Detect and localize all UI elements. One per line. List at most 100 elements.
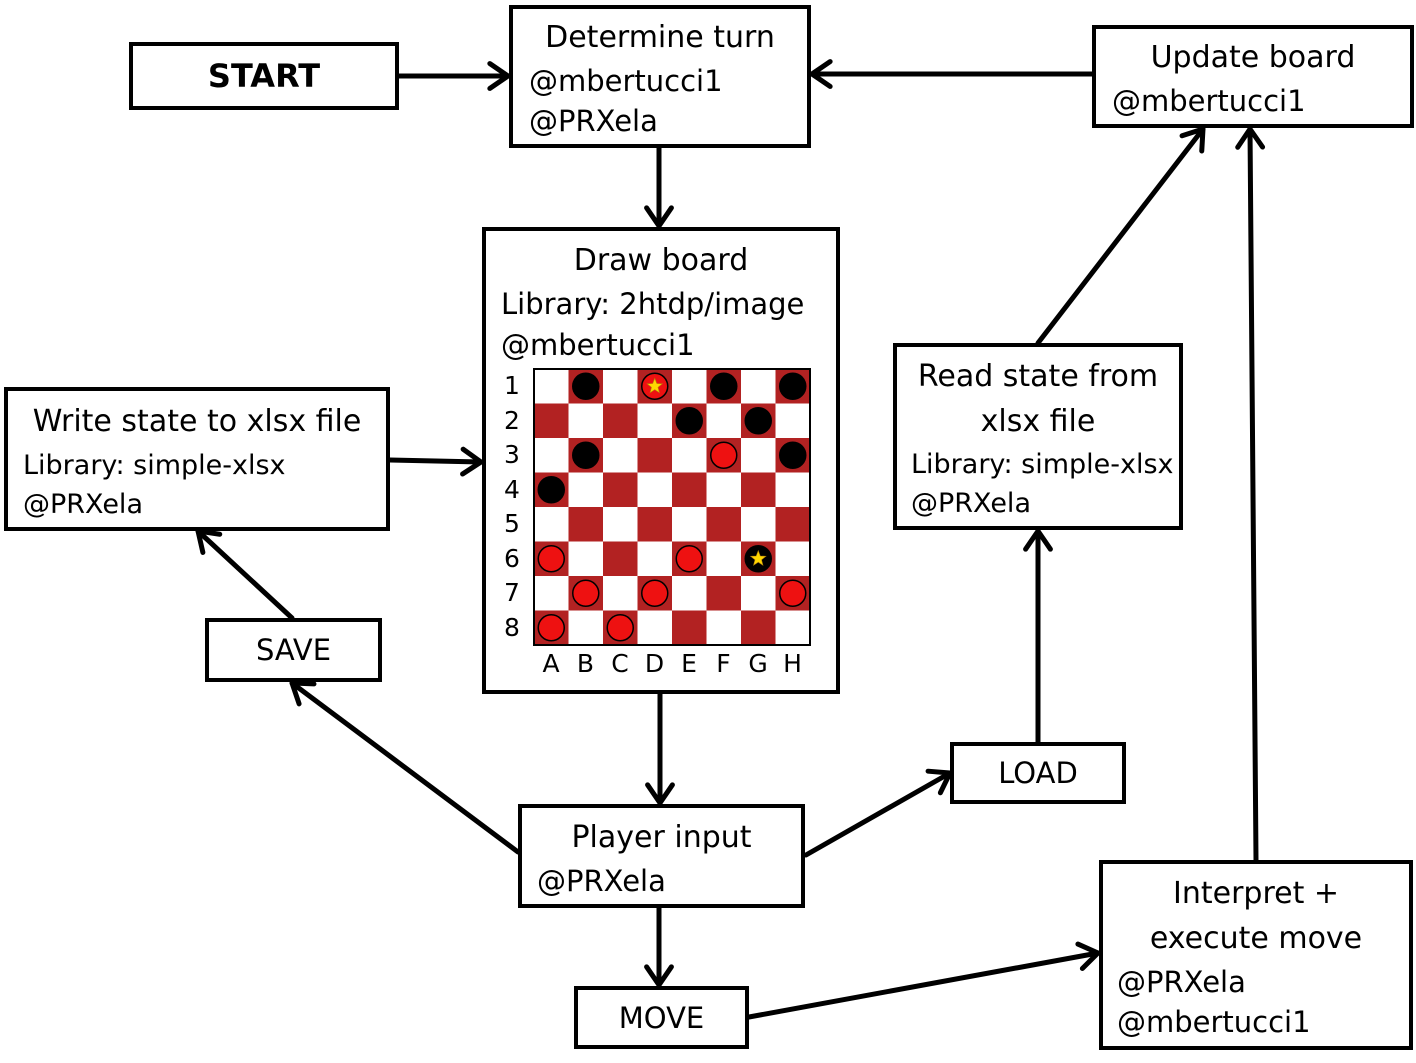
read-state-title-line2: xlsx file — [980, 404, 1096, 439]
king-star-icon-G6 — [749, 549, 767, 566]
board-row-label: 2 — [504, 405, 520, 435]
red-piece-B7 — [572, 579, 600, 607]
board-square-C2 — [603, 403, 638, 438]
red-piece-H7 — [779, 579, 807, 607]
start-node: START — [129, 42, 399, 110]
board-square-G4 — [741, 472, 776, 507]
read-state-node: Read state from xlsx file Library: simpl… — [893, 343, 1183, 530]
board-square-H6 — [775, 541, 810, 576]
interpret-title-line1: Interpret + — [1172, 876, 1340, 911]
red-piece-E6 — [675, 545, 703, 573]
interpret-title-line2: execute move — [1149, 921, 1363, 956]
board-square-B2 — [568, 403, 603, 438]
board-square-D3 — [637, 438, 672, 473]
load-node: LOAD — [950, 742, 1126, 804]
board-square-F8 — [706, 610, 741, 645]
board-square-F2 — [706, 403, 741, 438]
determine-turn-title: Determine turn — [545, 20, 775, 55]
board-row-label: 6 — [504, 543, 520, 573]
board-square-D4 — [637, 472, 672, 507]
board-square-C6 — [603, 541, 638, 576]
board-square-D5 — [637, 507, 672, 542]
king-star-icon-D1 — [646, 377, 664, 394]
arrowhead-update_board-to-determine_turn — [809, 59, 833, 89]
arrowhead-determine_turn-to-draw_board — [644, 205, 674, 229]
board-col-label: F — [716, 649, 731, 678]
board-square-C1 — [603, 369, 638, 404]
board-square-B8 — [568, 610, 603, 645]
black-piece-H3 — [779, 441, 807, 469]
update-board-author-1: @mbertucci1 — [1112, 84, 1306, 118]
determine-turn-author-2: @PRXela — [529, 104, 658, 138]
board-square-G7 — [741, 576, 776, 611]
board-square-E5 — [672, 507, 707, 542]
board-square-G1 — [741, 369, 776, 404]
arrowhead-interpret-to-update_board — [1235, 126, 1266, 150]
read-state-author-1: @PRXela — [911, 488, 1031, 519]
board-col-label: H — [783, 649, 802, 678]
board-square-H2 — [775, 403, 810, 438]
red-piece-A8 — [537, 614, 565, 642]
arrowhead-player_input-to-save — [289, 680, 317, 707]
determine-turn-node: Determine turn @mbertucci1 @PRXela — [509, 5, 811, 148]
black-piece-F1 — [710, 372, 738, 400]
black-piece-E2 — [675, 407, 703, 435]
board-square-B5 — [568, 507, 603, 542]
board-col-label: C — [611, 649, 629, 678]
board-square-H8 — [775, 610, 810, 645]
red-piece-F3 — [710, 441, 738, 469]
board-square-E1 — [672, 369, 707, 404]
arrow-read_state-to-update_board — [1035, 126, 1206, 346]
update-board-title: Update board — [1150, 40, 1356, 75]
board-square-C3 — [603, 438, 638, 473]
draw-board-library: Library: 2htdp/image — [501, 287, 805, 321]
interpret-author-1: @PRXela — [1117, 965, 1246, 999]
board-square-F6 — [706, 541, 741, 576]
interpret-author-2: @mbertucci1 — [1117, 1005, 1311, 1039]
board-square-D6 — [637, 541, 672, 576]
board-square-F5 — [706, 507, 741, 542]
arrowhead-player_input-to-move — [644, 964, 674, 988]
board-square-H4 — [775, 472, 810, 507]
write-state-title: Write state to xlsx file — [32, 404, 362, 439]
board-border — [533, 368, 811, 646]
black-piece-B3 — [572, 441, 600, 469]
board-square-H5 — [775, 507, 810, 542]
board-square-B6 — [568, 541, 603, 576]
board-row-label: 1 — [504, 371, 520, 400]
move-node: MOVE — [574, 986, 749, 1049]
board-square-F4 — [706, 472, 741, 507]
board-square-C7 — [603, 576, 638, 611]
read-state-title-line1: Read state from — [917, 359, 1159, 394]
arrowhead-read_state-to-update_board — [1179, 126, 1206, 154]
black-piece-H1 — [779, 372, 807, 400]
board-square-G8 — [741, 610, 776, 645]
board-grid — [533, 368, 811, 646]
update-board-node: Update board @mbertucci1 — [1092, 25, 1414, 128]
board-square-F7 — [706, 576, 741, 611]
arrowhead-save-to-write_state — [195, 528, 223, 555]
player-input-author-1: @PRXela — [537, 864, 666, 898]
determine-turn-author-1: @mbertucci1 — [529, 64, 723, 98]
board-col-label: G — [748, 649, 768, 678]
board-col-label: E — [681, 649, 697, 678]
arrowhead-move-to-interpret — [1075, 941, 1101, 971]
arrowhead-load-to-read_state — [1023, 528, 1053, 552]
arrow-save-to-write_state — [195, 528, 295, 621]
board-col-label: B — [576, 649, 595, 678]
save-label: SAVE — [255, 633, 332, 667]
checkers-board — [533, 368, 814, 653]
draw-board-author-1: @mbertucci1 — [501, 328, 695, 362]
write-state-node: Write state to xlsx file Library: simple… — [4, 387, 390, 531]
arrowhead-start-to-determine_turn — [487, 61, 511, 91]
player-input-title: Player input — [571, 820, 752, 855]
arrow-interpret-to-update_board — [1247, 126, 1259, 863]
write-state-author-1: @PRXela — [23, 489, 143, 520]
load-label: LOAD — [998, 756, 1078, 790]
board-square-A5 — [534, 507, 569, 542]
red-piece-C8 — [606, 614, 634, 642]
arrowhead-write_state-to-draw_board — [460, 446, 484, 477]
write-state-library: Library: simple-xlsx — [23, 450, 286, 481]
